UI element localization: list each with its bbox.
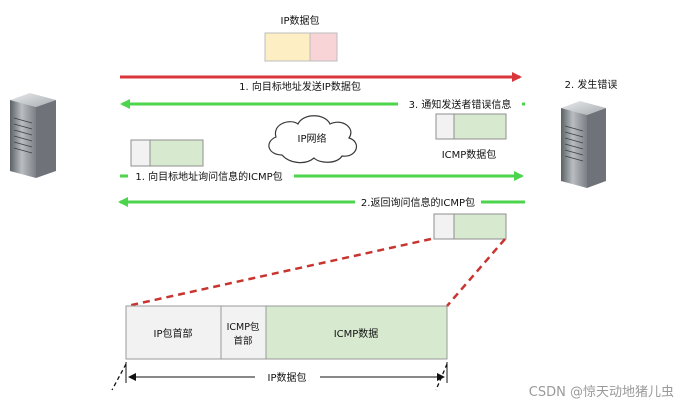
query-icmp-label: 1. 向目标地址询问信息的ICMP包 — [135, 170, 282, 183]
detail-ip-header-label: IP包首部 — [154, 327, 193, 340]
ip-network-cloud-icon — [268, 115, 358, 164]
reply-icmp-label-bg — [355, 195, 481, 208]
notify-error-label-bg — [398, 98, 522, 111]
ip-network-label: IP网络 — [298, 132, 327, 145]
icmp-packet-label: ICMP数据包 — [442, 148, 497, 161]
reply-icmp-data — [453, 213, 507, 240]
dim-total-label: IP数据包 — [268, 371, 307, 384]
reply-icmp-header — [433, 213, 455, 240]
icmp-packet-header — [435, 113, 455, 140]
notify-error-label: 3. 通知发送者错误信息 — [409, 98, 512, 111]
query-icmp-header — [130, 139, 151, 167]
zoom-line-right — [446, 238, 506, 307]
ip-packet-title: IP数据包 — [281, 14, 320, 27]
icmp-packet-data — [453, 113, 507, 140]
query-icmp-data — [149, 139, 204, 167]
detail-icmp-data-label: ICMP数据 — [334, 327, 379, 340]
host-server-icon — [10, 93, 56, 178]
detail-icmp-header-label-1: ICMP包 — [227, 321, 260, 333]
detail-icmp-data — [265, 305, 448, 360]
zoom-line-left — [126, 237, 432, 308]
query-icmp-label-bg — [128, 169, 294, 182]
ip-packet-body — [264, 32, 311, 62]
router-server-icon — [561, 101, 606, 188]
ip-packet-trailer — [309, 32, 338, 62]
router-error-label: 2. 发生错误 — [565, 78, 618, 91]
dim-diag-left — [111, 363, 127, 391]
send-ip-packet-label: 1. 向目标地址发送IP数据包 — [239, 80, 361, 93]
watermark: CSDN @惊天动地猪儿虫 — [529, 385, 674, 400]
detail-ip-header — [125, 305, 222, 360]
reply-icmp-label: 2.返回询问信息的ICMP包 — [361, 196, 475, 209]
detail-icmp-header-label-2: 首部 — [233, 335, 252, 347]
